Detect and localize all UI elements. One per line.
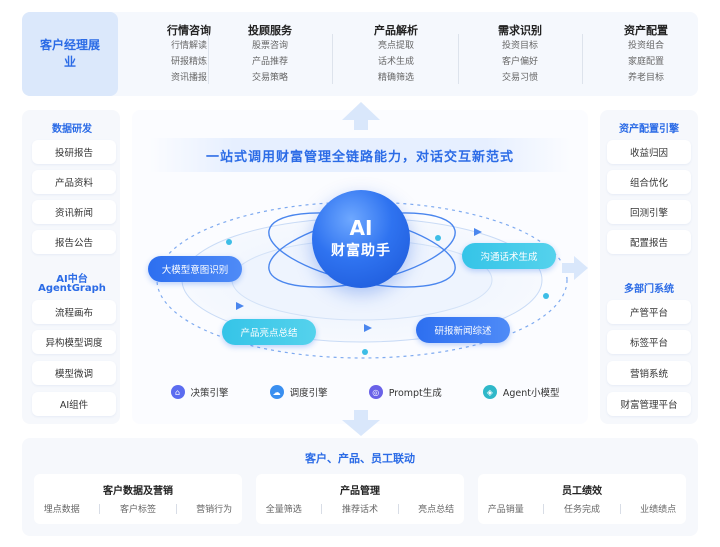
client-manager-label: 客户经理展业 xyxy=(40,38,101,69)
engine-prompt: ◎ Prompt生成 xyxy=(368,385,442,399)
divider xyxy=(175,503,177,514)
column-item: 研报精炼 xyxy=(170,57,207,67)
column-item: 养老目标 xyxy=(627,73,664,83)
highlight-summary-pill: 产品亮点总结 xyxy=(222,319,316,345)
top-column-advisory: 投顾服务 股票咨询 产品推荐 交易策略 xyxy=(216,22,324,86)
divider xyxy=(321,503,323,514)
column-item: 股票咨询 xyxy=(251,41,288,51)
box-title: 客户数据及营销 xyxy=(103,486,173,497)
bottom-title: 客户、产品、员工联动 xyxy=(305,452,415,465)
arrow-right-icon xyxy=(562,256,588,280)
right-item: 配置报告 xyxy=(607,230,691,254)
intent-recognition-pill: 大模型意图识别 xyxy=(148,256,242,282)
headline: 一站式调用财富管理全链路能力，对话交互新范式 xyxy=(150,138,570,172)
box-item: 业绩绩点 xyxy=(640,505,677,515)
engine-label: 调度引擎 xyxy=(289,388,328,399)
left-item: 报告公告 xyxy=(32,230,116,254)
box-item: 客户标签 xyxy=(119,505,156,515)
left-item: 模型微调 xyxy=(32,361,116,385)
column-item: 精确筛选 xyxy=(377,73,414,83)
cloud-icon: ☁ xyxy=(269,385,284,399)
data-rd-title: 数据研发 xyxy=(52,124,92,135)
right-item: 收益归因 xyxy=(607,140,691,164)
engine-label: Prompt生成 xyxy=(388,388,442,399)
ai-platform-subtitle: AgentGraph xyxy=(38,283,106,294)
box-title: 产品管理 xyxy=(340,486,380,497)
divider xyxy=(99,503,101,514)
divider xyxy=(208,34,209,84)
column-title: 产品解析 xyxy=(374,24,418,37)
column-title: 投顾服务 xyxy=(248,24,292,37)
engine-scheduler: ☁ 调度引擎 xyxy=(269,385,328,399)
right-item: 组合优化 xyxy=(607,170,691,194)
divider xyxy=(582,34,583,84)
script-generation-pill: 沟通话术生成 xyxy=(462,243,556,269)
column-item: 资讯播报 xyxy=(170,73,207,83)
left-item: 流程画布 xyxy=(32,300,116,324)
ai-wealth-assistant-core: AI 财富助手 xyxy=(312,190,410,288)
column-item: 交易习惯 xyxy=(501,73,538,83)
column-item: 交易策略 xyxy=(251,73,288,83)
left-item: 异构模型调度 xyxy=(32,330,116,354)
box-item: 亮点总结 xyxy=(418,505,455,515)
agent-icon: ◈ xyxy=(482,385,497,399)
right-item: 营销系统 xyxy=(607,361,691,385)
column-title: 需求识别 xyxy=(498,24,542,37)
column-item: 投资目标 xyxy=(501,41,538,51)
box-item: 推荐话术 xyxy=(341,505,378,515)
column-item: 话术生成 xyxy=(377,57,414,67)
right-item: 标签平台 xyxy=(607,330,691,354)
column-item: 投资组合 xyxy=(627,41,664,51)
column-title: 行情咨询 xyxy=(167,24,211,37)
engine-label: Agent小模型 xyxy=(502,388,560,399)
client-manager-box: 客户经理展业 xyxy=(22,12,118,96)
arrow-down-icon xyxy=(342,410,380,436)
top-scenario-bar xyxy=(22,12,698,96)
top-column-needs: 需求识别 投资目标 客户偏好 交易习惯 xyxy=(466,22,574,86)
right-item: 财富管理平台 xyxy=(607,392,691,416)
right-item: 产管平台 xyxy=(607,300,691,324)
top-column-product: 产品解析 亮点提取 话术生成 精确筛选 xyxy=(342,22,450,86)
research-summary-pill: 研报新闻综述 xyxy=(416,317,510,343)
box-item: 营销行为 xyxy=(196,505,233,515)
divider xyxy=(332,34,333,84)
prompt-icon: ◎ xyxy=(368,385,383,399)
left-item: AI组件 xyxy=(32,392,116,416)
column-item: 客户偏好 xyxy=(501,57,538,67)
core-title: AI xyxy=(349,216,373,240)
engine-agent: ◈ Agent小模型 xyxy=(482,385,560,399)
left-item: 资讯新闻 xyxy=(32,200,116,224)
arrow-up-icon xyxy=(342,102,380,130)
column-item: 亮点提取 xyxy=(377,41,414,51)
right-item: 回测引擎 xyxy=(607,200,691,224)
column-title: 资产配置 xyxy=(624,24,668,37)
divider xyxy=(543,503,545,514)
divider xyxy=(458,34,459,84)
core-subtitle: 财富助手 xyxy=(331,243,391,259)
column-item: 行情解读 xyxy=(170,41,207,51)
column-item: 产品推荐 xyxy=(251,57,288,67)
decision-icon: ⌂ xyxy=(170,385,185,399)
engine-label: 决策引擎 xyxy=(190,388,229,399)
top-column-allocation: 资产配置 投资组合 家庭配置 养老目标 xyxy=(592,22,700,86)
product-management-box: 产品管理 全量筛选 推荐话术 亮点总结 xyxy=(256,474,464,524)
divider xyxy=(619,503,621,514)
divider xyxy=(397,503,399,514)
engine-row: ⌂ 决策引擎 ☁ 调度引擎 ◎ Prompt生成 ◈ Agent小模型 xyxy=(150,378,580,406)
allocation-engine-title: 资产配置引擎 xyxy=(619,124,679,135)
top-column-market: 行情咨询 行情解读 研报精炼 资讯播报 xyxy=(135,22,243,86)
left-item: 投研报告 xyxy=(32,140,116,164)
column-item: 家庭配置 xyxy=(627,57,664,67)
customer-data-box: 客户数据及营销 埋点数据 客户标签 营销行为 xyxy=(34,474,242,524)
multi-dept-title: 多部门系统 xyxy=(624,284,674,295)
employee-performance-box: 员工绩效 产品销量 任务完成 业绩绩点 xyxy=(478,474,686,524)
engine-decision: ⌂ 决策引擎 xyxy=(170,385,229,399)
box-item: 产品销量 xyxy=(487,505,524,515)
ai-platform-title: AI中台 xyxy=(56,274,88,285)
box-item: 全量筛选 xyxy=(265,505,302,515)
box-title: 员工绩效 xyxy=(562,486,602,497)
box-item: 埋点数据 xyxy=(43,505,80,515)
box-item: 任务完成 xyxy=(563,505,600,515)
left-item: 产品资料 xyxy=(32,170,116,194)
